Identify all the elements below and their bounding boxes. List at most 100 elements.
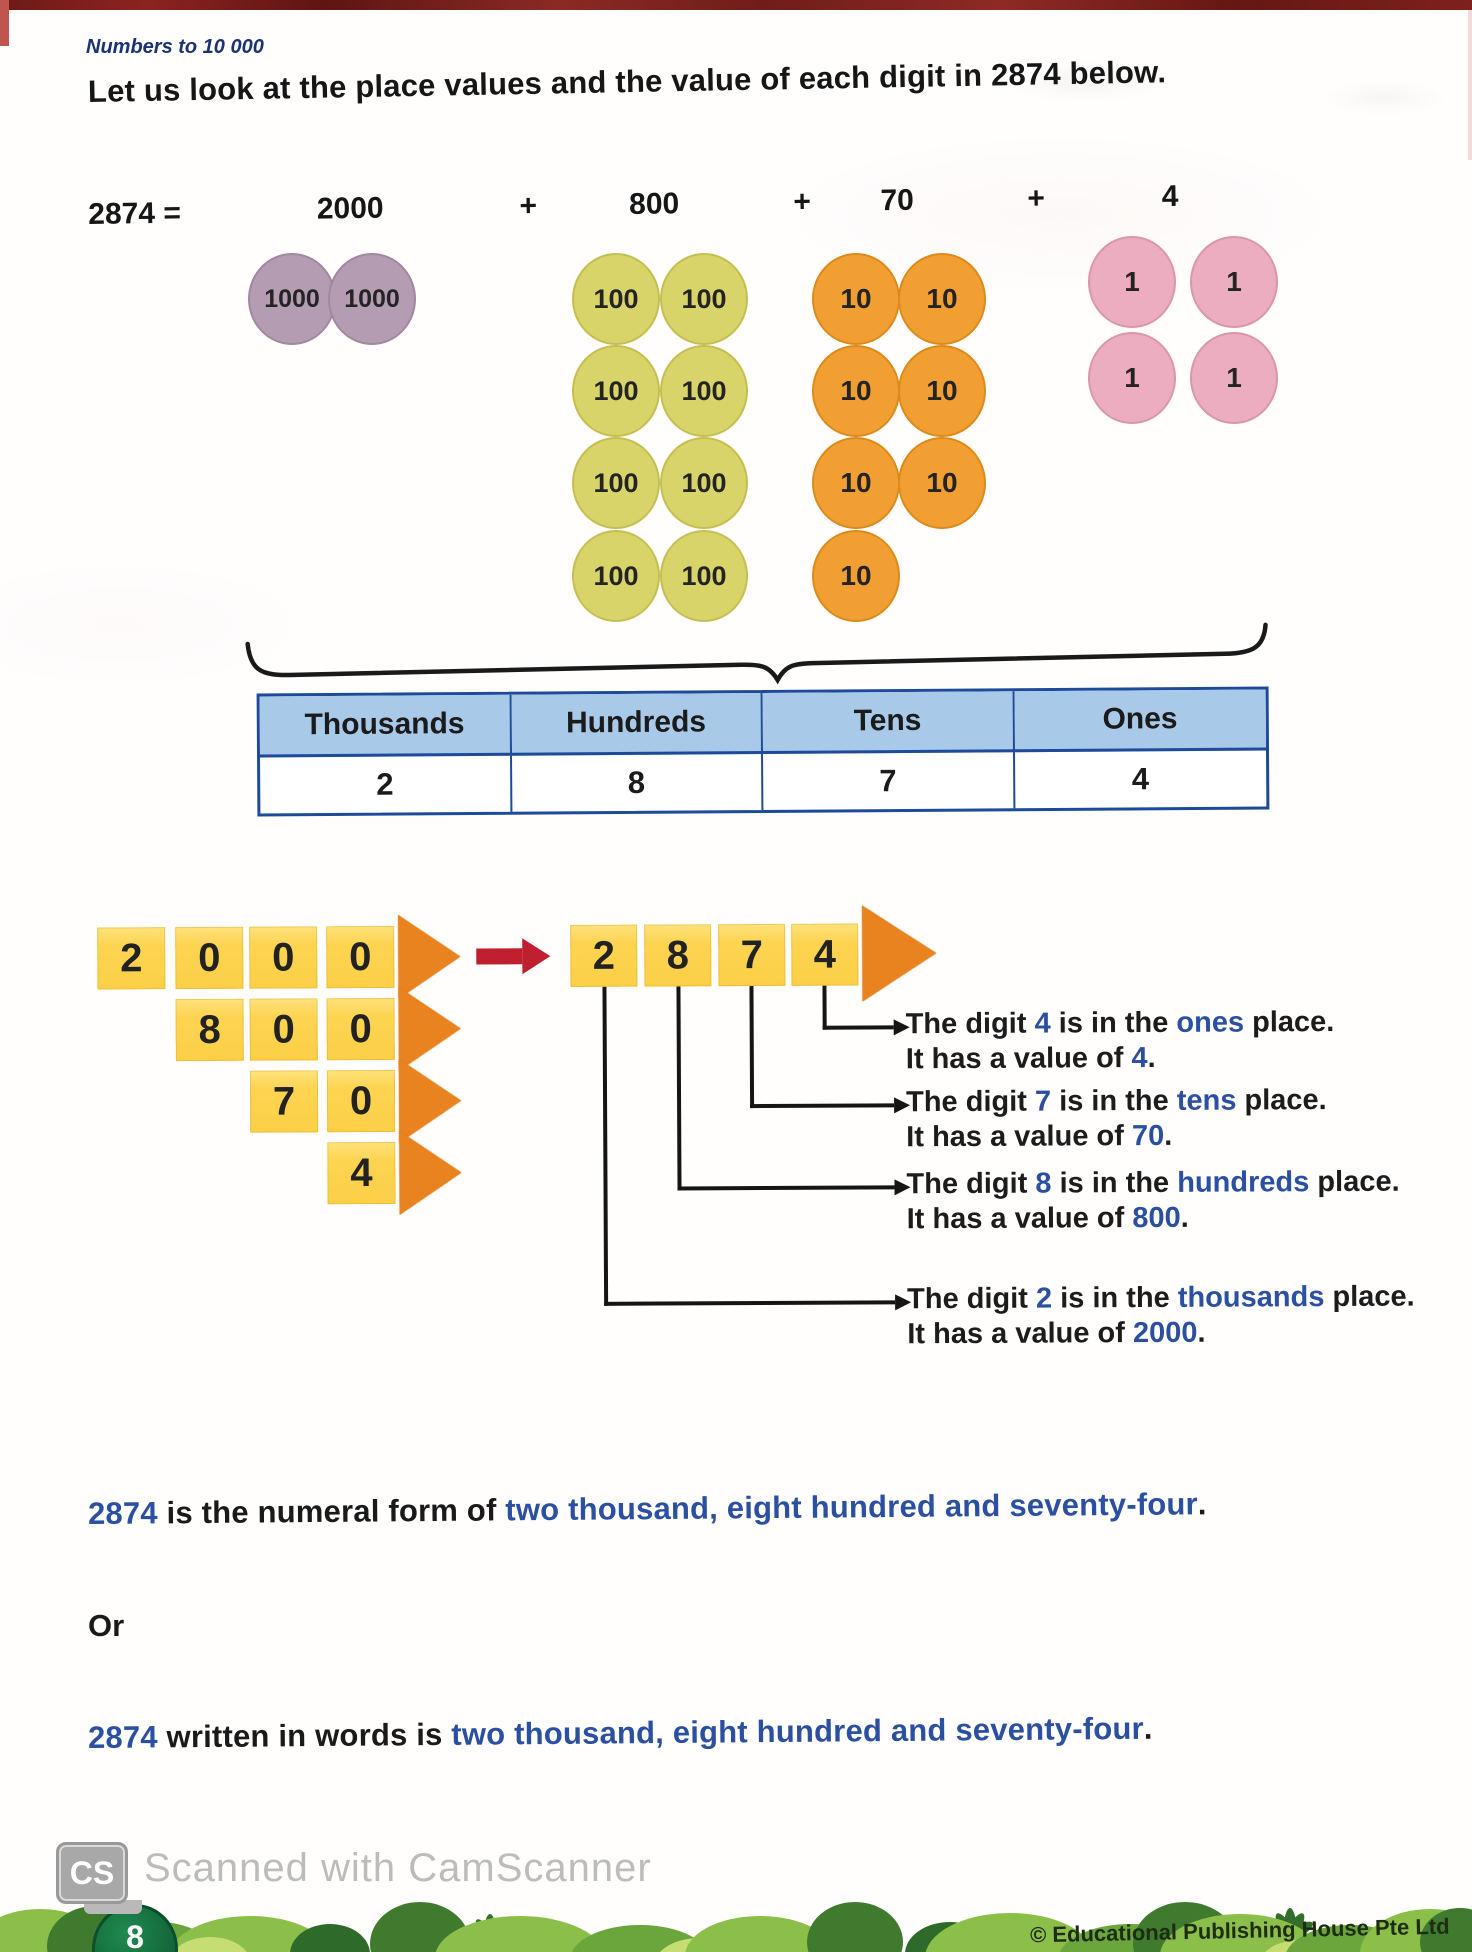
annotation-place: hundreds <box>1177 1166 1310 1199</box>
scan-corner-mark <box>0 0 9 46</box>
table-header-ones: Ones <box>1014 689 1267 753</box>
equation-term-ones: 4 <box>1161 179 1179 214</box>
annotation-digit: 4 <box>1034 1007 1051 1040</box>
right-arrow-icon <box>522 938 551 975</box>
numeral: 2874 <box>87 1495 158 1531</box>
annotation-ones: The digit 4 is in the ones place. It has… <box>906 1004 1472 1077</box>
annotation-text: place. <box>1309 1165 1400 1199</box>
annotation-text: is in the <box>1050 1006 1177 1040</box>
equation-lhs: 2874 = <box>88 196 182 231</box>
digit: 0 <box>198 935 221 980</box>
disc-label: 100 <box>593 283 639 314</box>
digit: 8 <box>198 1007 221 1052</box>
table-value-tens: 7 <box>763 752 1015 810</box>
expanded-equation: 2874 = 2000 + 800 + 70 + 4 <box>88 178 1308 238</box>
annotation-text: place. <box>1236 1084 1327 1117</box>
annotation-text: . <box>1164 1119 1173 1152</box>
digit-square: 0 <box>175 926 244 990</box>
disc-label: 100 <box>593 467 639 498</box>
disc-label: 10 <box>840 467 872 498</box>
numeral: 2874 <box>87 1719 158 1755</box>
camscanner-watermark: Scanned with CamScanner <box>144 1846 652 1890</box>
number-words: two thousand, eight hundred and seventy-… <box>451 1710 1144 1752</box>
one-disc: 1 <box>1190 332 1278 424</box>
annotation-place: thousands <box>1177 1281 1325 1314</box>
digit-square: 0 <box>326 1069 396 1133</box>
digit-square: 8 <box>175 998 244 1062</box>
hundred-disc: 100 <box>572 437 660 529</box>
digit-square: 2 <box>97 927 166 990</box>
annotation-text: It has a value of <box>906 1202 1133 1236</box>
annotation-text: The digit <box>906 1167 1036 1201</box>
thousand-disc: 1000 <box>328 253 416 345</box>
hundred-disc: 100 <box>660 345 748 437</box>
disc-label: 100 <box>593 375 639 406</box>
table-header-tens: Tens <box>762 691 1015 754</box>
ten-disc: 10 <box>812 530 900 622</box>
annotation-place: tens <box>1176 1084 1237 1117</box>
disc-label: 100 <box>681 283 727 314</box>
one-disc: 1 <box>1088 332 1176 424</box>
annotation-text: It has a value of <box>906 1120 1132 1154</box>
annotation-text: The digit <box>905 1007 1035 1041</box>
page-number: 8 <box>126 1919 144 1952</box>
digit: 0 <box>349 934 372 979</box>
ten-disc: 10 <box>812 253 900 345</box>
annotation-text: The digit <box>905 1085 1036 1119</box>
annotation-digit: 2 <box>1035 1282 1053 1315</box>
chapter-header: Numbers to 10 000 <box>86 36 264 58</box>
annotation-text: . <box>1197 1316 1206 1349</box>
connector-line <box>822 985 827 1030</box>
equation-term-tens: 70 <box>880 183 915 218</box>
table-value-ones: 4 <box>1131 761 1150 797</box>
connector-line <box>676 986 682 1191</box>
numeral-form-sentence: 2874 is the numeral form of two thousand… <box>88 1486 1207 1532</box>
disc-label: 10 <box>840 283 872 314</box>
digit: 4 <box>813 932 837 977</box>
annotation-digit: 7 <box>1034 1085 1052 1118</box>
digit-square: 0 <box>249 998 318 1061</box>
digit: 8 <box>666 932 690 978</box>
disc-label: 1 <box>1124 266 1140 297</box>
triangle-icon <box>862 905 937 1002</box>
disc-label: 100 <box>681 467 727 498</box>
result-digit-square: 7 <box>718 923 786 987</box>
plus-sign: + <box>519 189 538 223</box>
annotation-text: is in the <box>1052 1281 1178 1315</box>
thousand-disc: 1000 <box>248 253 336 345</box>
table-header-thousands: Thousands <box>259 694 512 758</box>
disc-label: 1 <box>1226 266 1242 297</box>
digit: 2 <box>120 935 143 980</box>
camscanner-logo-icon: CS <box>56 1842 128 1904</box>
digit-square: 4 <box>327 1141 396 1205</box>
disc-label: 1 <box>1226 362 1242 393</box>
right-arrow-icon <box>476 948 523 965</box>
annotation-text: . <box>1147 1041 1156 1074</box>
expansion-diagram: 2 0 0 0 8 0 0 7 0 4 2 8 7 4 <box>0 892 1472 1440</box>
annotation-thousands: The digit 2 is in the thousands place. I… <box>907 1279 1472 1352</box>
one-disc: 1 <box>1088 236 1176 328</box>
digit-square: 0 <box>249 926 318 989</box>
result-digit-square: 4 <box>791 923 859 986</box>
digit: 0 <box>349 1006 372 1051</box>
intro-sentence: Let us look at the place values and the … <box>87 54 1167 109</box>
sentence-text: . <box>1143 1710 1153 1746</box>
annotation-text: place. <box>1243 1006 1335 1039</box>
connector-line <box>749 986 755 1109</box>
annotation-text: The digit <box>907 1282 1037 1316</box>
underbrace-icon <box>245 617 1270 703</box>
number-words: two thousand, eight hundred and seventy-… <box>505 1486 1198 1528</box>
digit: 0 <box>272 1006 295 1052</box>
disc-label: 1000 <box>264 284 320 313</box>
connector-line <box>604 1300 896 1306</box>
disc-label: 1 <box>1124 362 1140 393</box>
digit: 0 <box>272 934 295 980</box>
disc-label: 10 <box>926 375 958 406</box>
sentence-text: is the numeral form of <box>157 1492 506 1531</box>
hundred-disc: 100 <box>660 437 748 529</box>
sentence-text: written in words is <box>157 1716 452 1755</box>
scan-top-edge <box>0 0 1472 10</box>
annotation-digit: 8 <box>1035 1167 1052 1200</box>
plus-sign: + <box>793 185 812 219</box>
